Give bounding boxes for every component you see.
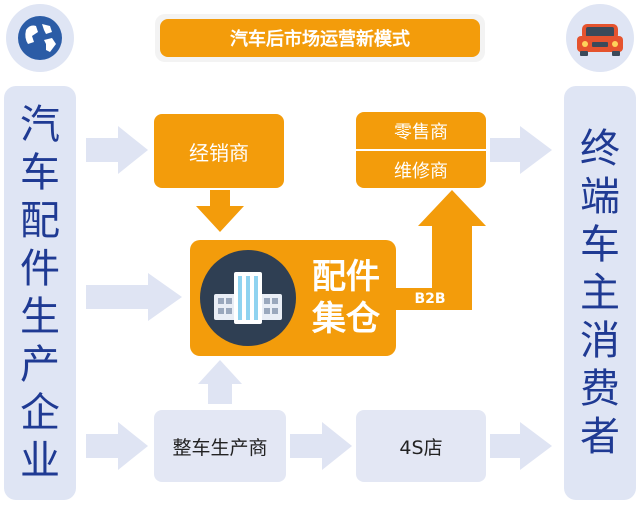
page-title: 汽车后市场运营新模式 [160, 19, 480, 57]
arrow-dealer-to-hub [196, 190, 244, 232]
retail-repair-box: 零售商 维修商 [356, 112, 486, 188]
right-col-char: 消 [580, 318, 620, 364]
right-col-char: 车 [580, 222, 620, 268]
arrow-retail-to-consumers [490, 126, 552, 174]
left-col-char: 企 [20, 390, 60, 436]
left-col-char: 产 [20, 342, 60, 388]
right-column-end-consumers: 终 端 车 主 消 费 者 [564, 86, 636, 500]
repair-shop-label: 维修商 [394, 160, 448, 182]
hub-title-line1: 配件 [312, 257, 380, 297]
arrow-b2b-to-retail [396, 190, 486, 310]
left-col-char: 配 [20, 198, 60, 244]
arrow-oem-to-hub [198, 360, 242, 404]
right-col-char: 端 [580, 174, 620, 220]
car-icon [566, 4, 634, 72]
right-col-char: 费 [580, 366, 620, 412]
4s-store-box: 4S店 [356, 410, 486, 482]
oem-box: 整车生产商 [154, 410, 286, 482]
right-col-char: 终 [580, 126, 620, 172]
arrow-left-to-dealer [86, 126, 148, 174]
arrow-left-to-oem [86, 422, 148, 470]
hub-title-line2: 集仓 [312, 299, 380, 339]
left-col-char: 车 [20, 150, 60, 196]
left-column-parts-manufacturers: 汽 车 配 件 生 产 企 业 [4, 86, 76, 500]
right-col-char: 者 [580, 414, 620, 460]
left-col-char: 业 [20, 438, 60, 484]
arrow-oem-to-4s [290, 422, 352, 470]
arrow-4s-to-consumers [490, 422, 552, 470]
right-col-char: 主 [580, 270, 620, 316]
warehouse-icon [200, 250, 296, 346]
title-banner: 汽车后市场运营新模式 [155, 14, 485, 62]
b2b-label: B2B [414, 291, 446, 307]
globe-icon [6, 4, 74, 72]
dealer-box: 经销商 [154, 114, 284, 188]
left-col-char: 生 [20, 294, 60, 340]
left-col-char: 件 [20, 246, 60, 292]
left-col-char: 汽 [20, 102, 60, 148]
arrow-left-to-hub [86, 273, 182, 321]
parts-warehouse-hub: 配件 集仓 [190, 240, 396, 356]
retailer-label: 零售商 [356, 112, 486, 151]
